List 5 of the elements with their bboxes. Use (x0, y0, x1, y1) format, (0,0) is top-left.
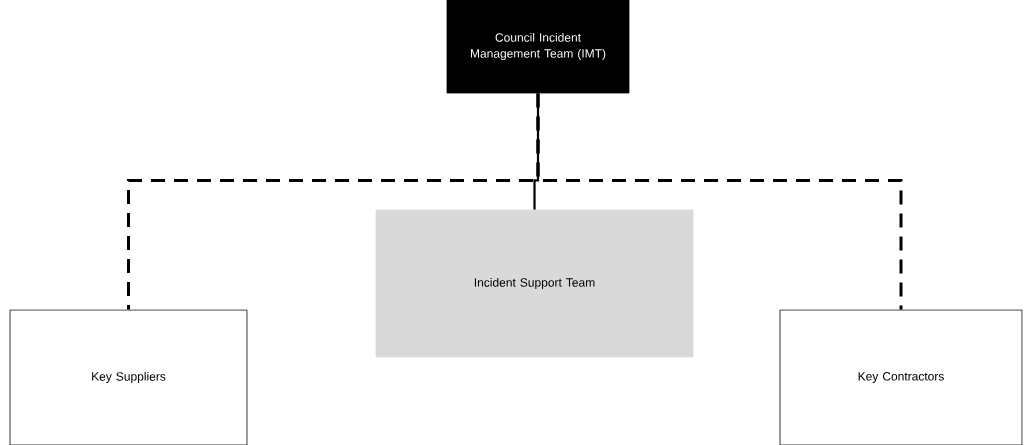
process-box: Council Incident Management Team (IMT) (446, 0, 630, 94)
process-box: Key Contractors (779, 309, 1023, 445)
connector-line (536, 93, 903, 310)
process-box: Key Suppliers (9, 309, 248, 445)
process-box: Incident Support Team (375, 209, 694, 358)
